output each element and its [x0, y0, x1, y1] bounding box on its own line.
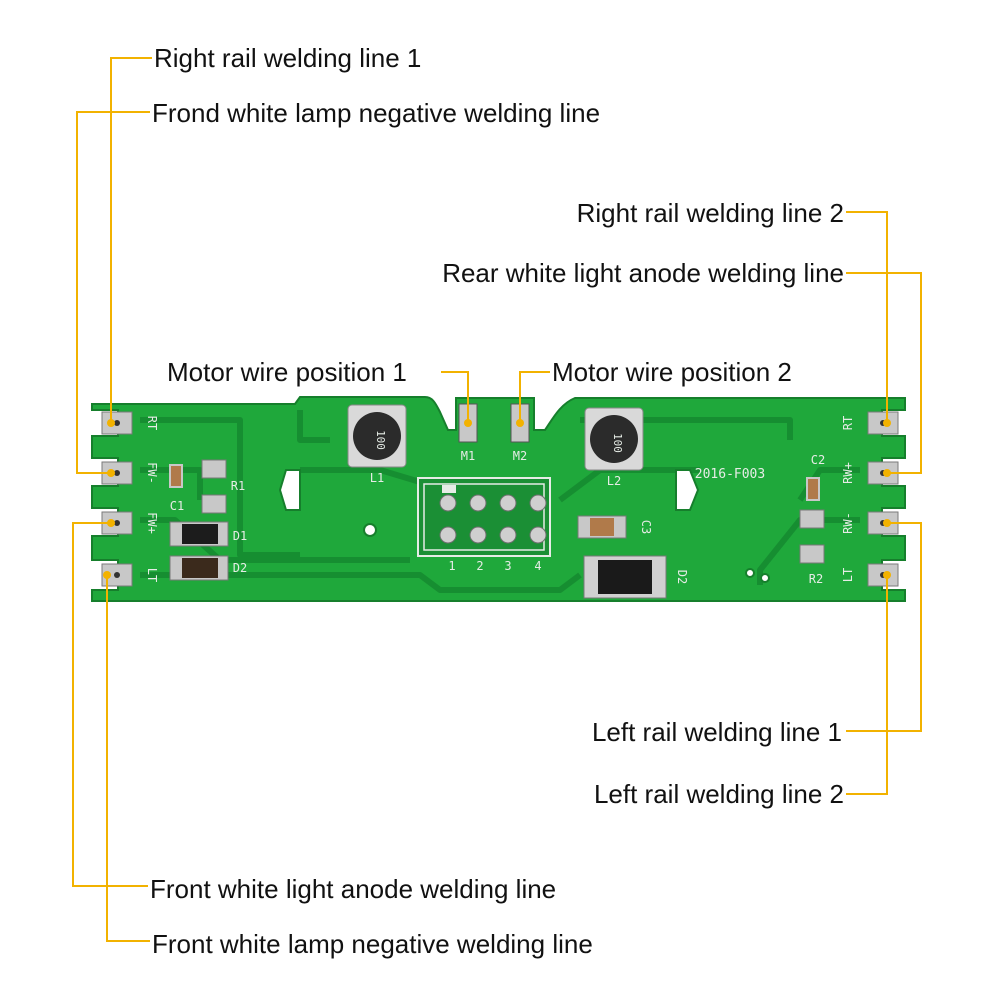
silk-r2: R2 [809, 572, 823, 586]
leader-dot-right-rail-1 [107, 419, 115, 427]
silk-pin-4: 4 [534, 559, 541, 573]
leader-dot-rear-anode [883, 469, 891, 477]
silk-right-lt: LT [841, 568, 855, 582]
leader-dot-motor-1 [464, 419, 472, 427]
leader-dot-front-lamp-negative-bottom [103, 571, 111, 579]
leader-right-rail-1 [110, 57, 152, 423]
leader-right-rail-2 [846, 211, 888, 423]
leader-front-lamp-negative-bottom [106, 575, 150, 942]
silk-d2-right: D2 [675, 570, 689, 584]
label-motor-1: Motor wire position 1 [167, 357, 407, 387]
leader-rear-anode [846, 272, 922, 474]
silk-pin-2: 2 [476, 559, 483, 573]
silk-right-rw+: RW+ [841, 462, 855, 484]
silk-right-rt: RT [841, 416, 855, 430]
silk-left-rt: RT [145, 416, 159, 430]
leader-left-rail-1 [846, 522, 922, 732]
label-front-lamp-negative-bottom: Front white lamp negative welding line [152, 929, 593, 959]
leader-dot-motor-2 [516, 419, 524, 427]
inductor-l2 [584, 407, 644, 471]
label-front-lamp-negative-top: Frond white lamp negative welding line [152, 98, 601, 128]
silk-left-lt: LT [145, 568, 159, 582]
silk-m2: M2 [513, 449, 527, 463]
silk-left-fw-: FW- [145, 462, 159, 484]
silk-right-rw-: RW- [841, 512, 855, 534]
board-cutouts [278, 469, 770, 583]
inductor-l2-marking: 100 [611, 433, 624, 453]
silk-pin-1: 1 [448, 559, 455, 573]
leader-dot-right-rail-2 [883, 419, 891, 427]
label-left-rail-1: Left rail welding line 1 [591, 717, 842, 747]
silk-l2: L2 [607, 474, 621, 488]
smd-components [169, 459, 825, 599]
leader-lines [72, 57, 922, 942]
label-right-rail-2: Right rail welding line 2 [576, 198, 844, 228]
silk-c3: C3 [639, 520, 653, 534]
silk-l1: L1 [370, 471, 384, 485]
silk-m1: M1 [461, 449, 475, 463]
label-rear-anode: Rear white light anode welding line [442, 258, 844, 288]
label-motor-2: Motor wire position 2 [552, 357, 792, 387]
leader-dot-left-rail-2 [883, 571, 891, 579]
inductor-l1 [347, 404, 407, 468]
silk-c2: C2 [811, 453, 825, 467]
leader-left-rail-2 [846, 575, 888, 795]
silk-left-fw+: FW+ [145, 512, 159, 534]
label-right-rail-1: Right rail welding line 1 [154, 43, 422, 73]
silk-board-id: 2016-F003 [695, 467, 765, 482]
label-front-anode: Front white light anode welding line [150, 874, 557, 904]
leader-dot-front-anode [107, 519, 115, 527]
silk-pin-3: 3 [504, 559, 511, 573]
leader-dot-front-lamp-negative-top [107, 469, 115, 477]
pin-connector [417, 477, 551, 557]
inductor-l1-marking: 100 [374, 430, 387, 450]
silk-d2-left: D2 [233, 561, 247, 575]
silk-r1: R1 [231, 479, 245, 493]
silk-c1: C1 [170, 499, 184, 513]
leader-motor-2 [519, 371, 550, 423]
leader-front-anode [72, 522, 148, 887]
leader-motor-1 [441, 371, 469, 423]
leader-front-lamp-negative-top [76, 111, 150, 474]
silk-d1: D1 [233, 529, 247, 543]
leader-dot-left-rail-1 [883, 519, 891, 527]
label-left-rail-2: Left rail welding line 2 [593, 779, 844, 809]
